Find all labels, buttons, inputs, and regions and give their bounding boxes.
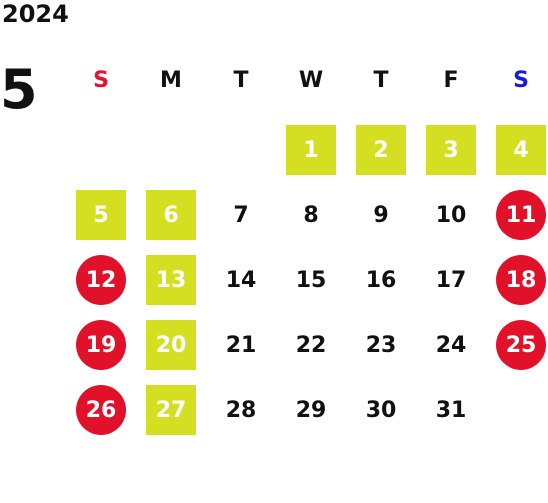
weekday-label-3: W [298,68,324,93]
day-cell-17[interactable]: 17 [435,267,467,293]
day-cell-8[interactable]: 8 [303,202,319,228]
month-number: 5 [0,58,38,121]
day-cell-21[interactable]: 21 [225,332,257,358]
day-cell-26[interactable]: 26 [76,385,126,435]
weekday-label-2: T [233,68,249,93]
day-cell-1[interactable]: 1 [286,125,336,175]
day-cell-24[interactable]: 24 [435,332,467,358]
day-cell-5[interactable]: 5 [76,190,126,240]
day-cell-6[interactable]: 6 [146,190,196,240]
day-cell-14[interactable]: 14 [225,267,257,293]
day-cell-18[interactable]: 18 [496,255,546,305]
day-cell-7[interactable]: 7 [233,202,249,228]
day-cell-20[interactable]: 20 [146,320,196,370]
day-cell-2[interactable]: 2 [356,125,406,175]
weekday-label-1: M [160,68,182,93]
day-cell-23[interactable]: 23 [365,332,397,358]
weekday-label-5: F [443,68,459,93]
day-cell-30[interactable]: 30 [365,397,397,423]
day-cell-27[interactable]: 27 [146,385,196,435]
day-cell-12[interactable]: 12 [76,255,126,305]
day-cell-28[interactable]: 28 [225,397,257,423]
day-cell-22[interactable]: 22 [295,332,327,358]
day-cell-13[interactable]: 13 [146,255,196,305]
day-cell-16[interactable]: 16 [365,267,397,293]
day-cell-25[interactable]: 25 [496,320,546,370]
day-cell-9[interactable]: 9 [373,202,389,228]
weekday-label-6: S [513,68,529,93]
weekday-label-4: T [373,68,389,93]
day-cell-29[interactable]: 29 [295,397,327,423]
day-cell-11[interactable]: 11 [496,190,546,240]
year-label: 2024 [2,0,69,28]
day-cell-10[interactable]: 10 [435,202,467,228]
day-cell-4[interactable]: 4 [496,125,546,175]
weekday-label-0: S [93,68,109,93]
day-cell-31[interactable]: 31 [435,397,467,423]
day-cell-3[interactable]: 3 [426,125,476,175]
day-cell-19[interactable]: 19 [76,320,126,370]
day-cell-15[interactable]: 15 [295,267,327,293]
